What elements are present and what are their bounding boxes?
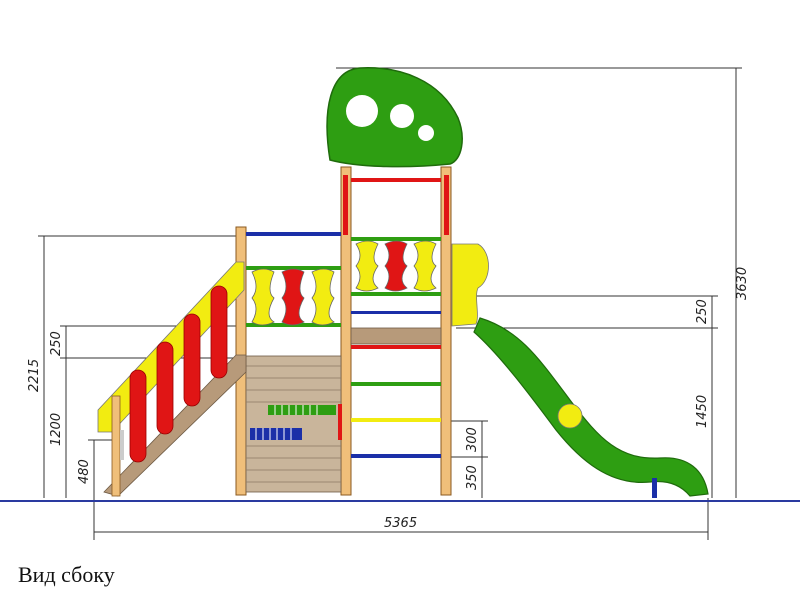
bone-panels-right (355, 240, 437, 292)
slide-side-panel (451, 243, 489, 327)
dim-total-height: 3630 (735, 267, 750, 300)
bone-panels-left (251, 268, 335, 326)
dimension-labels: 3630 2215 250 1200 480 250 1450 300 350 … (27, 267, 750, 531)
lower-wall-left (245, 355, 342, 493)
platform-right (350, 327, 442, 458)
dim-slide-step: 250 (695, 299, 710, 324)
dim-platform-height: 1200 (49, 413, 64, 446)
dim-rung-300: 300 (465, 427, 480, 452)
view-caption: Вид сбоку (18, 562, 115, 587)
dim-left-step: 250 (49, 331, 64, 356)
dim-left-height: 2215 (27, 359, 42, 392)
roof-canopy (326, 67, 463, 168)
staircase (97, 261, 247, 497)
dim-rung-350: 350 (465, 465, 480, 490)
slide (473, 317, 709, 498)
dim-slide-start: 1450 (695, 395, 710, 428)
dim-low-step: 480 (77, 459, 92, 484)
dim-total-width: 5365 (384, 516, 417, 531)
